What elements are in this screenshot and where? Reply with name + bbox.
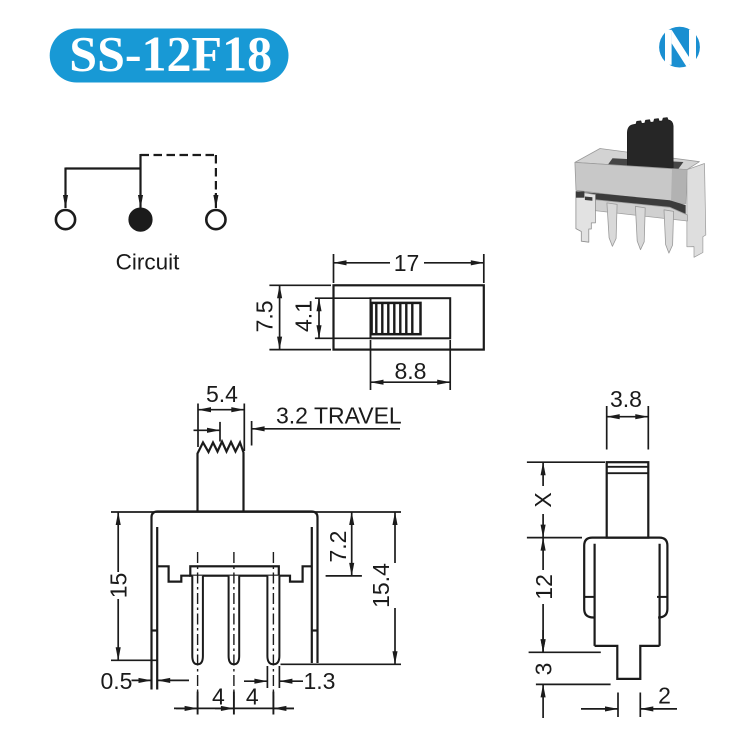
svg-text:4.1: 4.1: [290, 300, 316, 332]
svg-text:3.8: 3.8: [610, 386, 642, 412]
svg-text:7.2: 7.2: [325, 531, 351, 563]
svg-text:2: 2: [658, 683, 671, 709]
svg-text:0.5: 0.5: [101, 668, 133, 694]
svg-text:1.3: 1.3: [304, 668, 336, 694]
svg-text:SS-12F18: SS-12F18: [69, 26, 272, 82]
svg-text:4: 4: [246, 684, 259, 710]
svg-text:Circuit: Circuit: [116, 250, 181, 275]
svg-text:7.5: 7.5: [252, 300, 278, 332]
svg-text:8.8: 8.8: [395, 358, 427, 384]
svg-text:15.4: 15.4: [368, 563, 394, 608]
svg-text:5.4: 5.4: [206, 381, 238, 407]
svg-text:15: 15: [106, 573, 132, 599]
svg-text:3.2 TRAVEL: 3.2 TRAVEL: [276, 403, 402, 429]
svg-text:3: 3: [531, 663, 557, 676]
svg-text:4: 4: [212, 684, 225, 710]
svg-text:17: 17: [394, 250, 420, 276]
svg-text:X: X: [530, 492, 556, 507]
svg-text:12: 12: [531, 574, 557, 600]
